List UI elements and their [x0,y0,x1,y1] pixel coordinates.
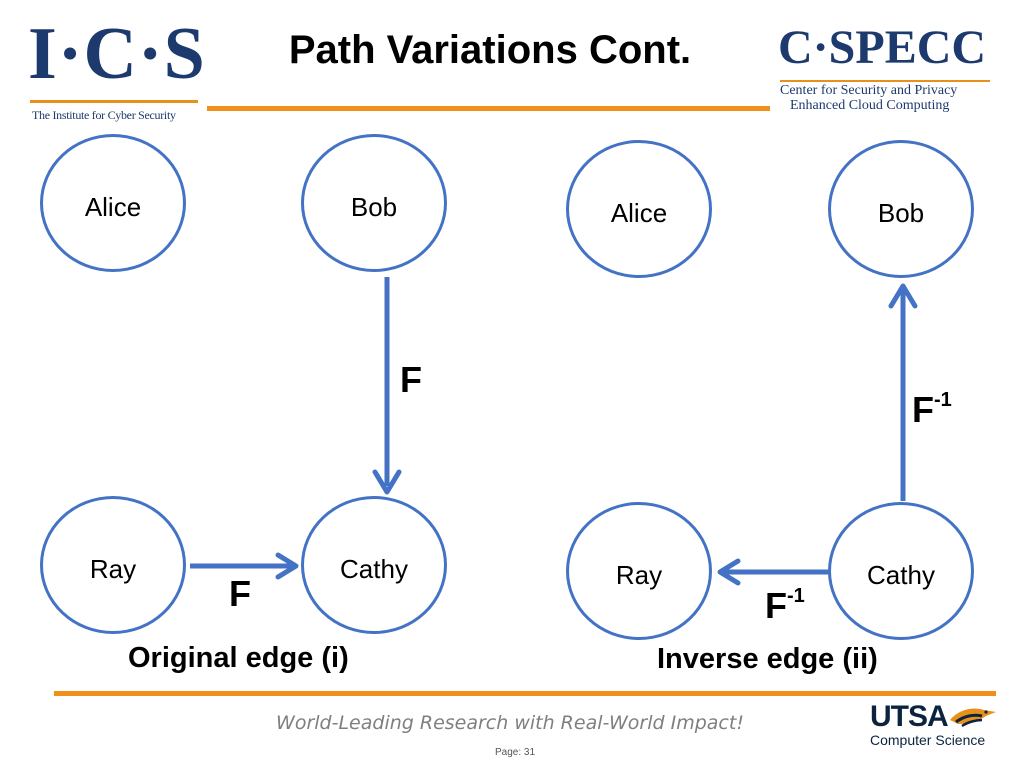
edge-label-ray-cathy: F [229,573,251,614]
cspecc-logo-name: C·SPECC [778,21,987,74]
edge-label-superscript: -1 [787,585,805,607]
cspecc-logo: C·SPECC Center for Security and Privacy … [778,22,998,117]
cspecc-logo-line [780,80,990,82]
edge-cathy-to-bob-right [888,283,918,501]
utsa-logo-subtitle: Computer Science [870,732,986,748]
ics-logo-underline [30,100,198,103]
edge-label-superscript: -1 [934,389,952,411]
edge-label-letter: F [765,585,787,626]
node-alice-left: Alice [40,134,186,272]
edge-label-letter: F [912,389,934,430]
footer-divider [54,691,996,696]
title-underline [207,106,770,111]
node-label: Cathy [340,554,408,584]
node-label: Alice [84,192,142,222]
node-label: Alice [610,198,668,228]
node-cathy-right: Cathy [828,502,974,640]
caption-inverse-edge: Inverse edge (ii) [657,643,878,675]
node-label: Ray [89,554,137,584]
node-label: Bob [350,192,398,222]
cspecc-logo-subtitle-2: Enhanced Cloud Computing [790,98,950,113]
utsa-logo-name: UTSA [870,700,949,733]
utsa-logo: UTSA Computer Science [866,700,1006,752]
node-ray-right: Ray [566,502,712,640]
edge-label-bob-cathy: F [400,359,422,400]
node-label: Bob [877,198,925,228]
roadrunner-icon [950,708,996,728]
edge-cathy-to-ray-right [717,558,829,586]
caption-original-edge: Original edge (i) [128,642,349,674]
node-bob-left: Bob [301,134,447,272]
cspecc-logo-subtitle-1: Center for Security and Privacy [780,83,958,98]
edge-bob-to-cathy-left [372,277,402,495]
node-bob-right: Bob [828,140,974,278]
ics-logo: I·C·S The Institute for Cyber Security [28,13,206,122]
ics-logo-subtitle: The Institute for Cyber Security [32,108,176,122]
node-alice-right: Alice [566,140,712,278]
page-number: Page: 31 [494,747,536,758]
node-label: Ray [615,560,663,590]
edge-label-cathy-ray: F-1 [765,585,805,626]
footer-tagline: World-Leading Research with Real-World I… [276,712,744,734]
node-ray-left: Ray [40,496,186,634]
ics-logo-letters: I·C·S [28,13,206,95]
edge-ray-to-cathy-left [190,552,299,580]
node-label: Cathy [867,560,935,590]
slide-title: Path Variations Cont. [288,28,692,72]
edge-label-cathy-bob: F-1 [912,389,952,430]
node-cathy-left: Cathy [301,496,447,634]
